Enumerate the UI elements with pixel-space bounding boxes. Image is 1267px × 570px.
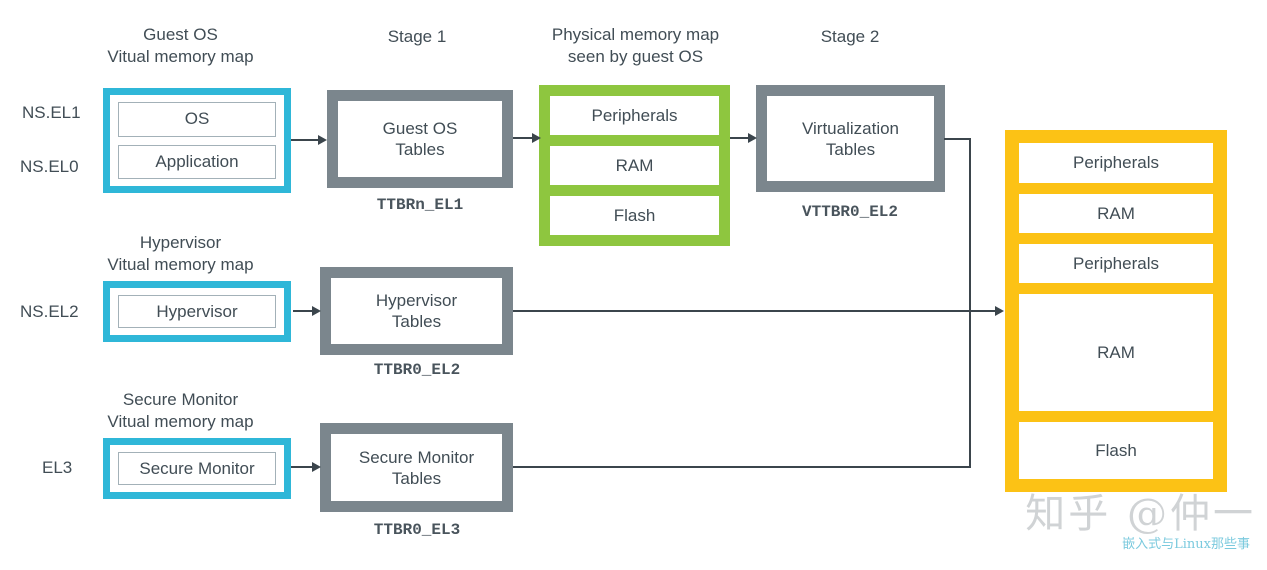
- arrow-hypvm-to-tables-head-icon: [312, 306, 321, 316]
- arrow-physmap-to-stage2-line: [730, 137, 749, 139]
- stage1-label: Stage 1: [387, 27, 447, 46]
- arrow-secvm-to-tables-head-icon: [312, 462, 321, 472]
- hypervisor-tables-line2: Tables: [391, 312, 442, 331]
- el3-label: EL3: [42, 458, 73, 477]
- secure-monitor-map-title: Secure Monitor Vitual memory map: [78, 389, 283, 433]
- connector-to-sysmap-head-icon: [995, 306, 1004, 316]
- hypervisor-map-title-line1: Hypervisor: [139, 233, 222, 252]
- guest-phys-flash-segment: Flash: [550, 196, 719, 235]
- ns-el1-label: NS.EL1: [22, 103, 81, 122]
- watermark-subtitle: 嵌入式与Linux那些事: [1122, 537, 1250, 552]
- hypervisor-tables-line1: Hypervisor: [375, 291, 458, 310]
- ttbr0-el3-register: TTBR0_EL3: [373, 521, 461, 539]
- guest-os-map-title: Guest OS Vitual memory map: [78, 24, 283, 68]
- connector-stage2-horizontal-line: [944, 138, 971, 140]
- physical-memory-map-title-line1: Physical memory map: [551, 25, 720, 44]
- sys-ram-segment-1: RAM: [1019, 194, 1213, 233]
- hypervisor-map-title-line2: Vitual memory map: [107, 255, 254, 274]
- arrow-guestvm-to-stage1-line: [291, 139, 319, 141]
- sys-flash-segment: Flash: [1019, 422, 1213, 479]
- sys-ram-segment-2: RAM: [1019, 294, 1213, 411]
- guest-vm-map-box: OS Application: [103, 88, 291, 193]
- ttbrn-el1-register: TTBRn_EL1: [376, 196, 464, 214]
- system-physical-memory-map-box: Peripherals RAM Peripherals RAM Flash: [1005, 130, 1227, 492]
- arrow-stage1-to-physmap-head-icon: [532, 133, 541, 143]
- secure-monitor-tables-line2: Tables: [391, 468, 442, 488]
- guest-physical-memory-map-box: Peripherals RAM Flash: [539, 85, 730, 246]
- guest-phys-peripherals-segment: Peripherals: [550, 96, 719, 135]
- hypervisor-tables-box: Hypervisor Tables: [320, 267, 513, 355]
- physical-memory-map-title: Physical memory map seen by guest OS: [533, 24, 738, 68]
- guest-vm-os-segment: OS: [118, 102, 276, 137]
- guest-os-map-title-line2: Vitual memory map: [107, 47, 254, 66]
- secure-monitor-map-title-line1: Secure Monitor: [122, 390, 239, 409]
- virtualization-tables-line2: Tables: [825, 139, 876, 159]
- ttbr0-el2-register: TTBR0_EL2: [373, 361, 461, 379]
- secure-monitor-tables-line1: Secure Monitor: [358, 447, 475, 467]
- guest-os-map-title-line1: Guest OS: [143, 25, 218, 44]
- guest-phys-ram-segment: RAM: [550, 146, 719, 185]
- sys-peripherals-segment-1: Peripherals: [1019, 143, 1213, 183]
- sys-peripherals-segment-2: Peripherals: [1019, 244, 1213, 283]
- arrow-guestvm-to-stage1-head-icon: [318, 135, 327, 145]
- vttbr0-el2-register: VTTBR0_EL2: [801, 203, 898, 221]
- arrow-hypvm-to-tables-line: [293, 310, 313, 312]
- arrow-stage1-to-physmap-line: [513, 137, 533, 139]
- hypervisor-map-title: Hypervisor Vitual memory map: [78, 232, 283, 276]
- secure-monitor-vm-map-box: Secure Monitor: [103, 438, 291, 499]
- guest-vm-application-segment: Application: [118, 144, 276, 179]
- secure-monitor-map-title-line2: Vitual memory map: [107, 412, 254, 431]
- arrow-secvm-to-tables-line: [291, 466, 313, 468]
- connector-secure-monitor-horizontal-line: [513, 466, 971, 468]
- hypervisor-segment: Hypervisor: [118, 295, 276, 328]
- secure-monitor-segment: Secure Monitor: [118, 452, 276, 485]
- ns-el2-label: NS.EL2: [20, 302, 79, 321]
- secure-monitor-tables-box: Secure Monitor Tables: [320, 423, 513, 512]
- virtualization-tables-box: Virtualization Tables: [756, 85, 945, 192]
- hypervisor-vm-map-box: Hypervisor: [103, 281, 291, 342]
- connector-vertical-line: [969, 138, 971, 468]
- guest-os-tables-line2: Tables: [395, 140, 445, 159]
- stage2-label: Stage 2: [820, 27, 880, 46]
- guest-os-tables-line1: Guest OS: [382, 119, 458, 138]
- connector-hypervisor-horizontal-line: [513, 310, 996, 312]
- physical-memory-map-title-line2: seen by guest OS: [567, 47, 704, 66]
- arrow-physmap-to-stage2-head-icon: [748, 133, 757, 143]
- zhihu-watermark: 知乎 @仲一: [1025, 491, 1256, 537]
- ns-el0-label: NS.EL0: [20, 157, 79, 176]
- virtualization-tables-line1: Virtualization: [801, 118, 900, 138]
- guest-os-tables-box: Guest OS Tables: [327, 90, 513, 188]
